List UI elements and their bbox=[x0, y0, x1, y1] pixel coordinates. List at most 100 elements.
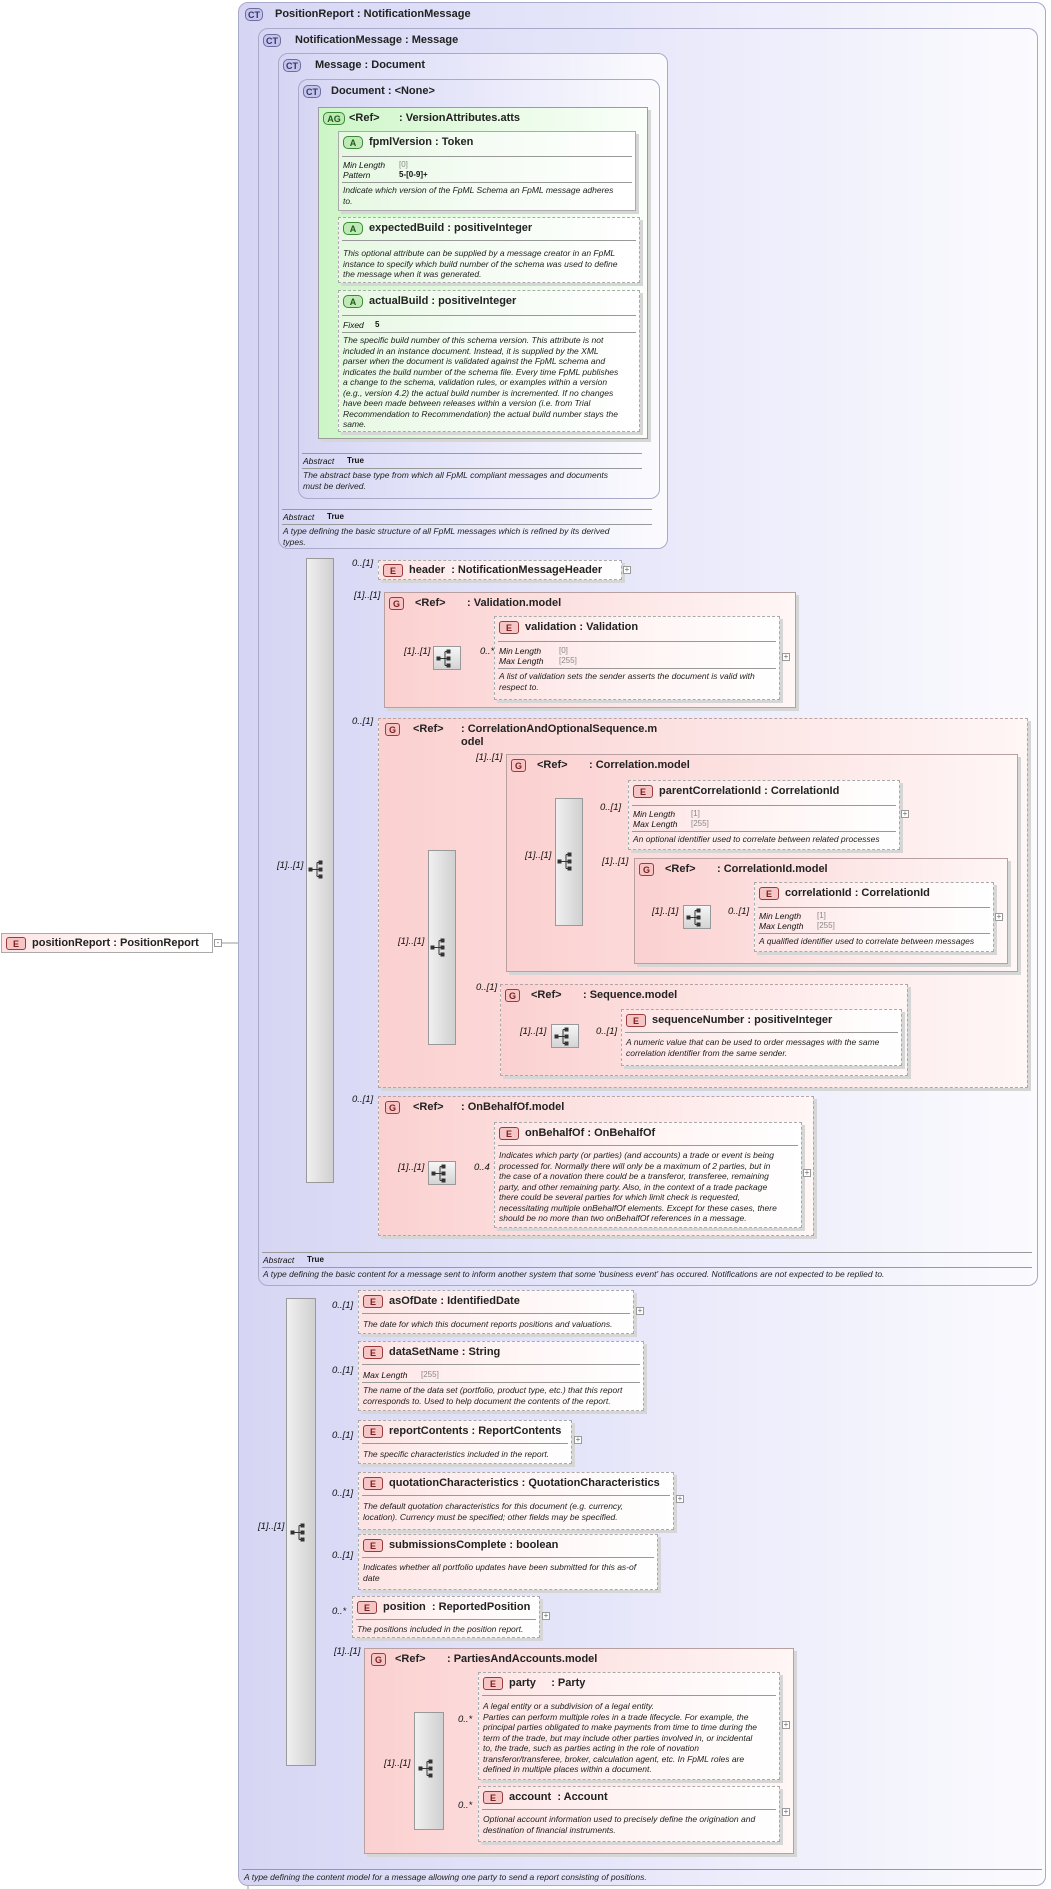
element-icon: E bbox=[383, 564, 403, 577]
attribute-fpml-version[interactable]: A fpmlVersion : Token Min Length [0] Pat… bbox=[338, 131, 636, 211]
element-icon: E bbox=[363, 1346, 383, 1359]
element-documentation: The positions included in the position r… bbox=[357, 1624, 524, 1634]
group-icon: G bbox=[385, 723, 400, 736]
cardinality-label: [1]..[1] bbox=[520, 1026, 547, 1037]
attribute-group-icon: AG bbox=[323, 112, 345, 125]
element-position-report[interactable]: E positionReport : PositionReport bbox=[1, 933, 213, 953]
cardinality-label: [1]..[1] bbox=[354, 590, 381, 601]
attribute-icon: A bbox=[343, 295, 363, 308]
group-name: : VersionAttributes.atts bbox=[399, 112, 521, 124]
divider bbox=[282, 524, 652, 525]
cardinality-label: 0..[1] bbox=[600, 802, 622, 813]
element-title: account : Account bbox=[509, 1791, 608, 1803]
expand-button[interactable]: + bbox=[803, 1168, 811, 1177]
expand-button[interactable]: + bbox=[623, 565, 631, 574]
ct-documentation: A type defining the basic content for a … bbox=[263, 1269, 885, 1279]
group-icon: G bbox=[505, 989, 520, 1002]
sequence-icon[interactable] bbox=[551, 1024, 579, 1048]
element-icon: E bbox=[357, 1601, 377, 1614]
divider bbox=[302, 453, 642, 454]
ref-label: <Ref> bbox=[665, 863, 696, 875]
expand-button[interactable]: + bbox=[636, 1306, 644, 1315]
divider bbox=[758, 907, 990, 908]
element-header[interactable]: E header : NotificationMessageHeader bbox=[378, 560, 622, 580]
element-party[interactable]: E party : Party A legal entity or a subd… bbox=[478, 1672, 780, 1780]
group-name: : CorrelationAndOptionalSequence.m odel bbox=[461, 723, 658, 748]
element-correlation-id[interactable]: E correlationId : CorrelationId Min Leng… bbox=[754, 882, 994, 952]
cardinality-label: 0..[1] bbox=[352, 558, 374, 569]
prop-value: [0] bbox=[559, 646, 568, 655]
element-documentation: The default quotation characteristics fo… bbox=[363, 1501, 624, 1522]
attribute-documentation: This optional attribute can be supplied … bbox=[343, 248, 618, 279]
prop-label: Min Length bbox=[343, 160, 386, 170]
attribute-expected-build[interactable]: A expectedBuild : positiveInteger This o… bbox=[338, 217, 640, 283]
sequence-icon[interactable] bbox=[433, 646, 461, 670]
divider bbox=[362, 1364, 640, 1365]
prop-label: Max Length bbox=[363, 1370, 408, 1380]
sequence-icon[interactable] bbox=[428, 1161, 456, 1185]
ct-title: Document : <None> bbox=[331, 85, 435, 97]
sequence-icon bbox=[555, 850, 583, 874]
cardinality-label: 0..[1] bbox=[352, 716, 374, 727]
ref-label: <Ref> bbox=[413, 723, 444, 735]
element-icon: E bbox=[626, 1014, 646, 1027]
expand-button[interactable]: + bbox=[995, 912, 1003, 921]
element-data-set-name[interactable]: E dataSetName : String Max Length [255] … bbox=[358, 1341, 644, 1411]
ct-documentation: A type defining the content model for a … bbox=[244, 1872, 647, 1882]
divider bbox=[362, 1313, 630, 1314]
element-documentation: A legal entity or a subdivision of a leg… bbox=[483, 1701, 758, 1774]
attribute-documentation: Indicate which version of the FpML Schem… bbox=[343, 185, 614, 206]
element-report-contents[interactable]: E reportContents : ReportContents The sp… bbox=[358, 1420, 572, 1464]
collapse-button[interactable]: - bbox=[214, 939, 222, 947]
group-icon: G bbox=[639, 863, 654, 876]
ct-title: PositionReport : NotificationMessage bbox=[275, 8, 471, 20]
expand-button[interactable]: + bbox=[676, 1494, 684, 1503]
attribute-title: fpmlVersion : Token bbox=[369, 136, 474, 148]
element-validation[interactable]: E validation : Validation Min Length [0]… bbox=[494, 616, 780, 700]
prop-label: Min Length bbox=[633, 809, 676, 819]
expand-button[interactable]: + bbox=[782, 1807, 790, 1816]
cardinality-label: 0..* bbox=[332, 1606, 347, 1617]
abstract-value: True bbox=[347, 456, 364, 465]
element-submissions-complete[interactable]: E submissionsComplete : boolean Indicate… bbox=[358, 1534, 658, 1590]
sequence-icon bbox=[416, 1757, 444, 1781]
divider bbox=[625, 1032, 898, 1033]
ref-label: <Ref> bbox=[395, 1653, 426, 1665]
divider bbox=[342, 315, 636, 316]
sequence-compositor[interactable] bbox=[414, 1712, 444, 1830]
sequence-icon bbox=[288, 1521, 316, 1545]
element-account[interactable]: E account : Account Optional account inf… bbox=[478, 1786, 780, 1842]
ref-label: <Ref> bbox=[349, 112, 380, 124]
element-icon: E bbox=[633, 785, 653, 798]
group-name: : Validation.model bbox=[467, 597, 562, 609]
expand-button[interactable]: + bbox=[782, 1720, 790, 1729]
element-title: position : ReportedPosition bbox=[383, 1601, 531, 1613]
element-quotation-characteristics[interactable]: E quotationCharacteristics : QuotationCh… bbox=[358, 1472, 674, 1530]
group-icon: G bbox=[389, 597, 404, 610]
element-on-behalf-of[interactable]: E onBehalfOf : OnBehalfOf Indicates whic… bbox=[494, 1122, 802, 1228]
element-sequence-number[interactable]: E sequenceNumber : positiveInteger A num… bbox=[621, 1009, 902, 1066]
expand-button[interactable]: + bbox=[782, 652, 790, 661]
element-icon: E bbox=[363, 1477, 383, 1490]
element-position[interactable]: E position : ReportedPosition The positi… bbox=[352, 1596, 540, 1638]
cardinality-label: 0..* bbox=[458, 1800, 473, 1811]
divider bbox=[302, 468, 642, 469]
ct-title: Message : Document bbox=[315, 59, 426, 71]
attribute-actual-build[interactable]: A actualBuild : positiveInteger Fixed 5 … bbox=[338, 290, 640, 432]
element-documentation: A numeric value that can be used to orde… bbox=[626, 1037, 880, 1058]
group-name: : Sequence.model bbox=[583, 989, 678, 1001]
element-as-of-date[interactable]: E asOfDate : IdentifiedDate The date for… bbox=[358, 1290, 634, 1334]
cardinality-label: [1]..[1] bbox=[476, 752, 503, 763]
sequence-icon[interactable] bbox=[683, 905, 711, 929]
cardinality-label: [1]..[1] bbox=[398, 936, 425, 947]
expand-button[interactable]: + bbox=[542, 1611, 550, 1620]
prop-label: Fixed bbox=[343, 320, 364, 330]
expand-button[interactable]: + bbox=[574, 1435, 582, 1444]
group-icon: G bbox=[371, 1653, 386, 1666]
sequence-icon bbox=[306, 858, 334, 882]
cardinality-label: 0..* bbox=[480, 646, 495, 657]
element-parent-correlation-id[interactable]: E parentCorrelationId : CorrelationId Mi… bbox=[628, 780, 900, 850]
expand-button[interactable]: + bbox=[901, 809, 909, 818]
divider bbox=[362, 1382, 640, 1383]
attribute-documentation: The specific build number of this schema… bbox=[343, 335, 619, 429]
